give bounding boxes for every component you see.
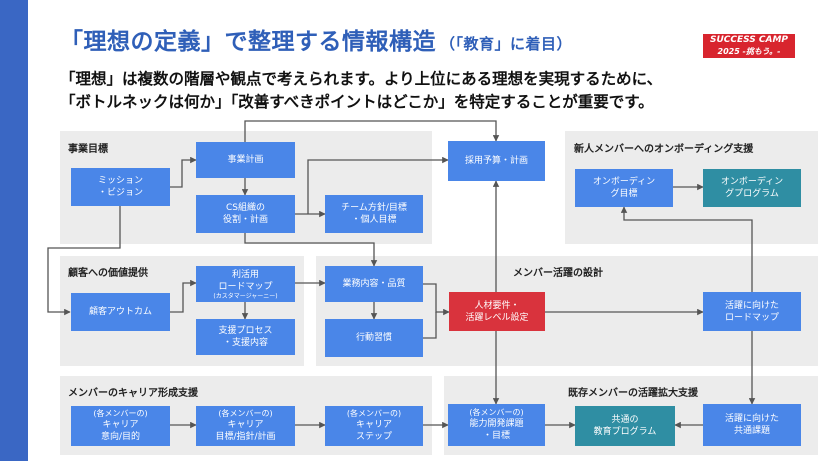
panel-label-existing-member-support: 既存メンバーの活躍拡大支援 <box>568 388 698 399</box>
box-support-process: 支援プロセス ・支援内容 <box>196 319 295 355</box>
box-work-quality: 業務内容・品質 <box>325 266 423 302</box>
box-career-step: (各メンバーの)キャリア ステップ <box>325 406 423 446</box>
box-career-goal: (各メンバーの)キャリア 目標/指針/計画 <box>196 406 295 446</box>
logo-line-2: 2025 -挑もう。- <box>717 47 781 56</box>
box-activity-roadmap: 活躍に向けた ロードマップ <box>703 292 801 331</box>
box-career-intent: (各メンバーの)キャリア 意向/目的 <box>71 406 170 446</box>
left-accent-bar <box>0 0 28 461</box>
page-title: 「理想の定義」で整理する情報構造（「教育」に着目） <box>60 22 572 56</box>
panel-label-customer-value: 顧客への価値提供 <box>68 268 148 279</box>
panel-label-business-goals: 事業目標 <box>68 144 108 155</box>
box-onboarding-goal: オンボーディン グ目標 <box>575 169 673 207</box>
panel-label-member-activity-design: メンバー活躍の設計 <box>513 268 603 279</box>
box-onboarding-program: オンボーディン グプログラム <box>703 169 801 207</box>
box-team-policy: チーム方針/目標 ・個人目標 <box>325 195 423 233</box>
box-behavior-habits: 行動習慣 <box>325 319 423 357</box>
page-title-sub: （「教育」に着目） <box>440 35 573 53</box>
page-title-main: 「理想の定義」で整理する情報構造 <box>60 29 436 55</box>
page-subtitle: 「理想」は複数の階層や観点で考えられます。より上位にある理想を実現するために、 … <box>60 68 810 114</box>
usage-roadmap-note: (カスタマージャーニー) <box>213 292 278 300</box>
box-common-issues: 活躍に向けた 共通課題 <box>703 404 801 446</box>
subtitle-line-2: 「ボトルネックは何か」「改善すべきポイントはどこか」を特定することが重要です。 <box>60 93 654 111</box>
panel-label-onboarding-support: 新人メンバーへのオンボーディング支援 <box>574 144 754 155</box>
box-mission-vision: ミッション ・ビジョン <box>71 168 170 206</box>
box-hiring-budget: 採用予算・計画 <box>448 141 545 181</box>
panel-label-career-support: メンバーのキャリア形成支援 <box>68 388 198 399</box>
box-business-plan: 事業計画 <box>196 142 295 178</box>
success-camp-logo: SUCCESS CAMP 2025 -挑もう。- <box>703 34 795 58</box>
subtitle-line-1: 「理想」は複数の階層や観点で考えられます。より上位にある理想を実現するために、 <box>60 70 663 88</box>
box-cs-org-role: CS組織の 役割・計画 <box>196 195 295 233</box>
box-usage-roadmap: 利活用 ロードマップ(カスタマージャーニー) <box>196 266 295 302</box>
box-skill-development: (各メンバーの)能力開発課題 ・目標 <box>448 404 545 446</box>
box-common-program: 共通の 教育プログラム <box>575 406 675 446</box>
logo-line-1: SUCCESS CAMP <box>709 35 789 45</box>
box-customer-outcome: 顧客アウトカム <box>71 293 170 331</box>
box-talent-requirements: 人材要件・ 活躍レベル設定 <box>449 292 545 331</box>
